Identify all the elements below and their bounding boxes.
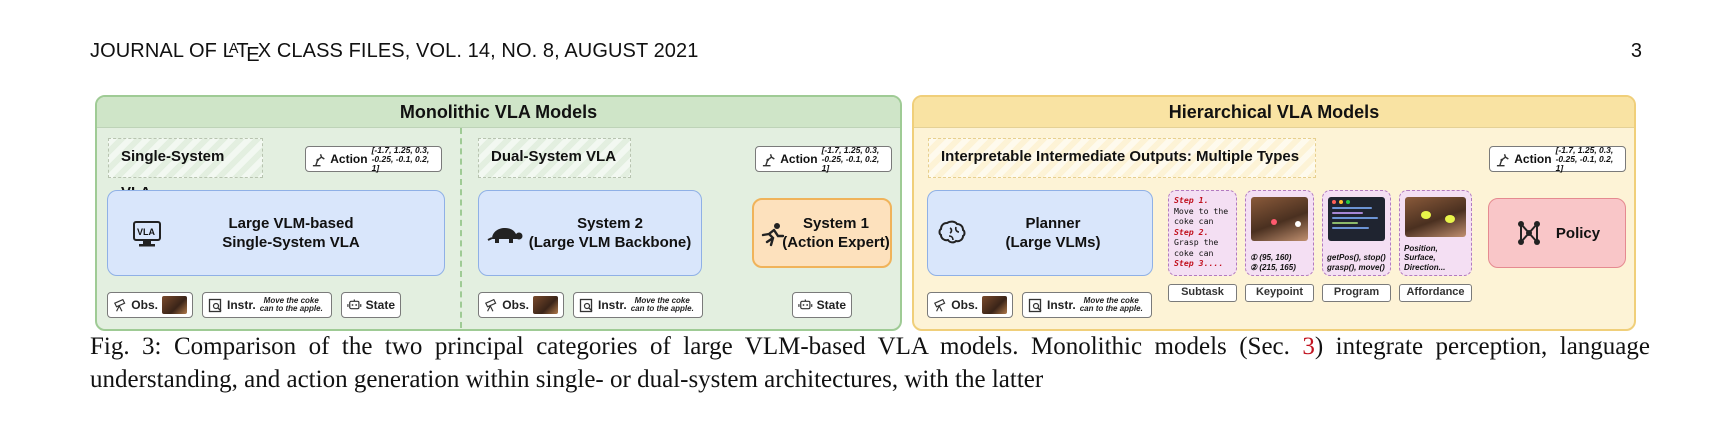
- hierarchical-title: Hierarchical VLA Models: [914, 97, 1634, 128]
- hier-action-box: Action [-1.7, 1.25, 0.3,-0.25, -0.1, 0.2…: [1489, 145, 1626, 172]
- running-header: JOURNAL OF LATEX CLASS FILES, VOL. 14, N…: [90, 40, 699, 67]
- text-doc-icon: [579, 298, 593, 312]
- observation-image: [161, 296, 187, 314]
- text-doc-icon: [1028, 298, 1042, 312]
- code-screenshot: [1328, 197, 1385, 241]
- latex-logo: LATEX: [222, 40, 272, 67]
- subtask-card: Step 1. Move to the coke can Step 2. Gra…: [1168, 190, 1237, 276]
- affordance-image: [1405, 197, 1466, 237]
- running-icon: [760, 222, 786, 253]
- keypoint-image: [1251, 197, 1308, 241]
- dual-obs-input: Obs.: [478, 292, 564, 318]
- single-state-input: State: [341, 292, 401, 318]
- monolithic-title: Monolithic VLA Models: [97, 97, 900, 128]
- keypoint-card: ① (95, 160) ② (215, 165): [1245, 190, 1314, 276]
- single-obs-input: Obs.: [107, 292, 193, 318]
- program-card: getPos(), stop() grasp(), move(): [1322, 190, 1391, 276]
- single-system-vla-box: VLA Large VLM-based Single-System VLA: [107, 190, 445, 276]
- turtle-icon: [487, 225, 523, 250]
- keypoint-label: Keypoint: [1245, 284, 1314, 302]
- program-label: Program: [1322, 284, 1391, 302]
- telescope-icon: [484, 298, 497, 312]
- dual-system-tag: Dual-System VLA: [478, 138, 631, 178]
- system1-box: System 1 (Action Expert): [752, 198, 892, 268]
- observation-image: [532, 296, 558, 314]
- observation-image: [981, 296, 1007, 314]
- hier-obs-input: Obs.: [927, 292, 1013, 318]
- monitor-vla-icon: VLA: [132, 219, 162, 254]
- robot-arm-icon: [312, 154, 325, 167]
- page-number: 3: [1630, 40, 1642, 62]
- affordance-label: Affordance: [1399, 284, 1472, 302]
- robot-state-icon: [347, 299, 362, 310]
- robot-arm-icon: [1496, 154, 1509, 167]
- robot-state-icon: [798, 299, 813, 310]
- figure-caption: Fig. 3: Comparison of the two principal …: [90, 333, 1650, 393]
- dual-action-box: Action [-1.7, 1.25, 0.3,-0.25, -0.1, 0.2…: [755, 145, 892, 172]
- robot-arm-icon: [762, 154, 775, 167]
- telescope-icon: [933, 298, 946, 312]
- section-ref-link[interactable]: 3: [1302, 333, 1315, 360]
- planner-box: Planner (Large VLMs): [927, 190, 1153, 276]
- brain-icon: [938, 219, 968, 252]
- affordance-card: Position, Surface, Direction...: [1399, 190, 1472, 276]
- network-icon: [1517, 221, 1540, 245]
- subtask-label: Subtask: [1168, 284, 1237, 302]
- single-action-box: Action [-1.7, 1.25, 0.3,-0.25, -0.1, 0.2…: [305, 145, 442, 172]
- text-doc-icon: [208, 298, 222, 312]
- panel-divider: [460, 128, 462, 328]
- intermediate-outputs-tag: Interpretable Intermediate Outputs: Mult…: [928, 138, 1316, 178]
- single-system-tag: Single-System VLA: [108, 138, 263, 201]
- policy-box: Policy: [1488, 198, 1626, 268]
- telescope-icon: [113, 298, 126, 312]
- system2-box: System 2 (Large VLM Backbone): [478, 190, 702, 276]
- dual-state-input: State: [792, 292, 852, 318]
